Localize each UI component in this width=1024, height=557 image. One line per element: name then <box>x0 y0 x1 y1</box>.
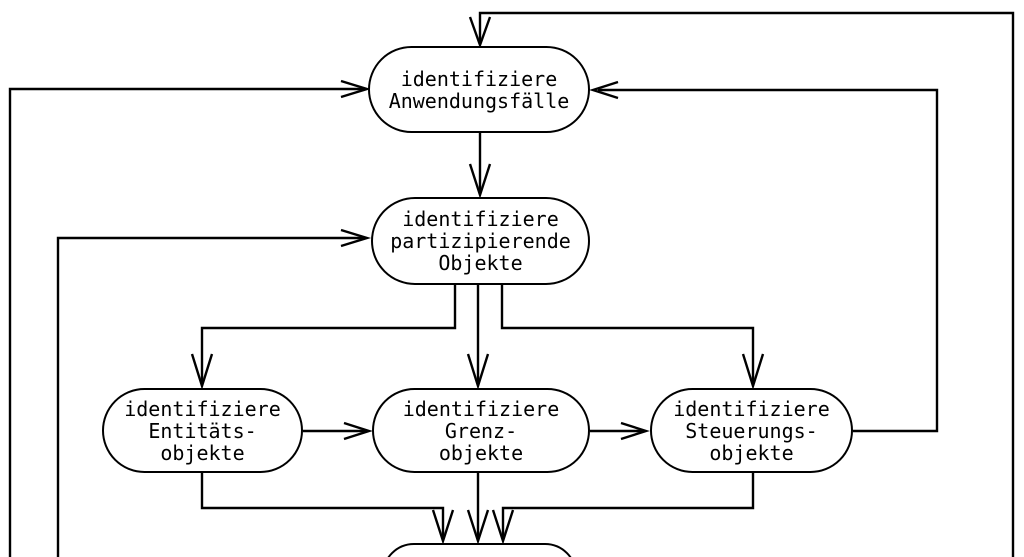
node-label-line: Objekte <box>438 251 523 275</box>
arrowhead-down-entitaets-top <box>190 353 214 391</box>
node-identifiziere-partizipierende-objekte: identifiziere partizipierende Objekte <box>371 197 590 285</box>
node-identifiziere-steuerungsobjekte: identifiziere Steuerungs- objekte <box>650 388 853 473</box>
node-label-line: identifiziere <box>400 66 558 91</box>
edge-entitaets-to-bottom <box>200 473 445 539</box>
node-label-line: objekte <box>160 440 245 465</box>
node-label-line: identifiziere <box>402 396 560 421</box>
node-label-line: Grenz- <box>444 418 518 443</box>
arrowhead-right-partizipierende-left <box>340 228 372 248</box>
node-bottom-partial <box>382 543 577 557</box>
node-identifiziere-anwendungsfaelle: identifiziere Anwendungsfälle <box>368 46 590 133</box>
arrowhead-down-bottom-right <box>491 509 515 545</box>
node-label-line: Anwendungsfälle <box>388 88 570 113</box>
arrowhead-right-steuerungs-left <box>620 421 650 441</box>
node-label-line: identifiziere <box>673 396 830 421</box>
edge-partizipierende-to-steuerungs <box>500 285 755 384</box>
node-identifiziere-entitaetsobjekte: identifiziere Entitäts- objekte <box>102 388 303 473</box>
arrowhead-right-grenz-left <box>343 421 373 441</box>
edge-partizipierende-to-entitaets <box>200 285 457 384</box>
arrowhead-down-bottom-left <box>431 509 455 545</box>
edge-steuerungs-to-anwendungsfaelle <box>598 88 939 433</box>
arrowhead-down-bottom-center <box>466 509 490 545</box>
node-label-line: Entitäts- <box>148 418 257 443</box>
arrowhead-down-steuerungs-top <box>741 353 765 391</box>
node-label-line: Steuerungs- <box>685 418 818 443</box>
arrowhead-down-anwendungsfaelle-top <box>468 16 492 49</box>
node-identifiziere-grenzobjekte: identifiziere Grenz- objekte <box>372 388 590 473</box>
arrowhead-right-anwendungsfaelle-left <box>340 79 372 99</box>
node-label-line: identifiziere <box>402 207 559 231</box>
edge-steuerungs-to-bottom <box>501 473 755 539</box>
arrowhead-left-anwendungsfaelle-right <box>589 80 619 100</box>
node-label-line: objekte <box>438 440 524 465</box>
node-label-line: partizipierende <box>390 229 571 253</box>
node-label-line: objekte <box>709 440 794 465</box>
edge-outer-loop-to-anwendungsfaelle <box>478 11 1015 557</box>
arrowhead-down-partizipierende-top <box>468 163 492 199</box>
node-label-line: identifiziere <box>124 396 281 421</box>
arrowhead-down-grenz-top <box>466 353 490 391</box>
edge-left-outer-to-anwendungsfaelle <box>8 87 364 557</box>
edge-left-inner-to-partizipierende <box>56 236 364 557</box>
